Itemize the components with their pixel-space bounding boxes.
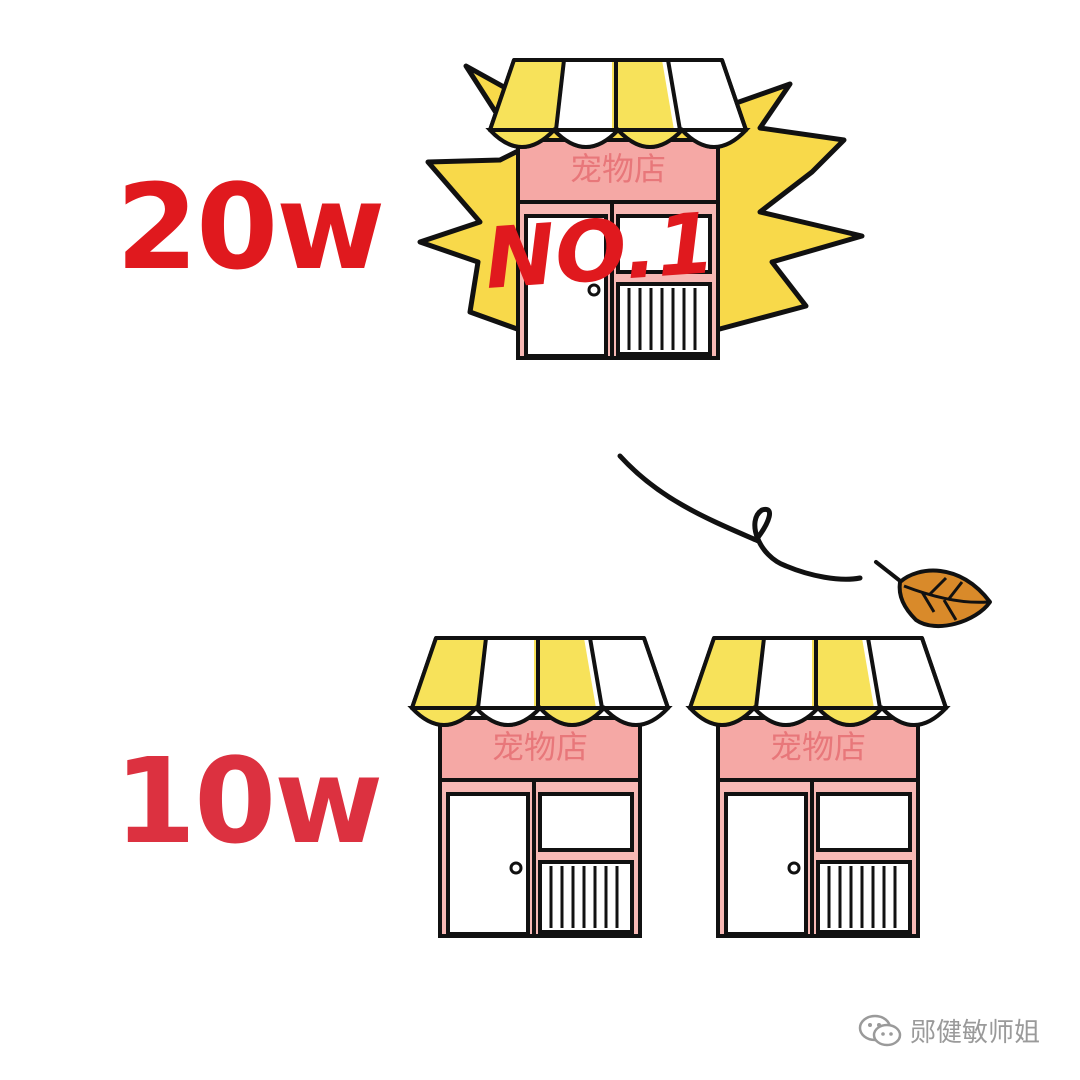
wechat-icon [858,1014,902,1046]
bottom-shop-right-sign: 宠物店 [770,728,866,766]
watermark-text: 郧健敏师姐 [910,1018,1041,1048]
bottom-shop-right: 宠物店 [688,636,948,938]
top-shop-badge: NO.1 [482,194,719,308]
watermark: 郧健敏师姐 [858,1012,1040,1049]
leaf-icon [874,560,992,629]
bottom-shop-left: 宠物店 [410,636,670,938]
top-value-label: 20w [116,158,385,296]
top-shop-sign: 宠物店 [570,150,666,188]
top-shop: 宠物店 NO.1 [482,58,748,360]
bottom-value-label: 10w [114,732,383,870]
bottom-shop-left-sign: 宠物店 [492,728,588,766]
wind-swirl [617,453,863,582]
